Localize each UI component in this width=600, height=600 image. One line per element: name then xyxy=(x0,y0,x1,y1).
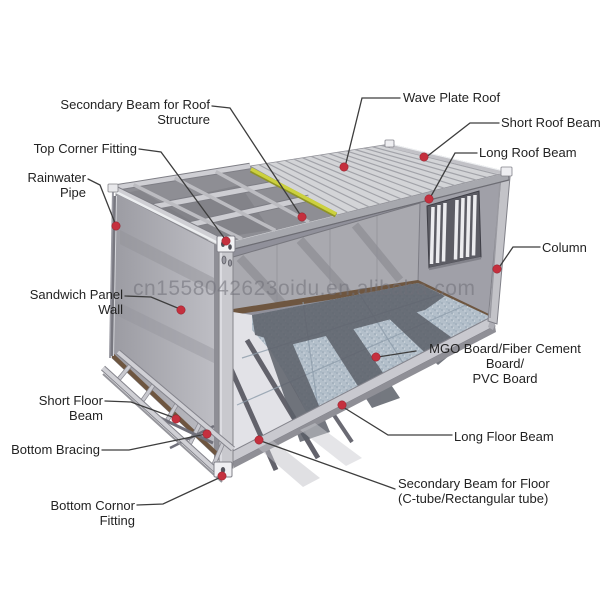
label-secondary-beam-floor: Secondary Beam for Floor (C-tube/Rectang… xyxy=(398,476,578,506)
label-mgo-board-line1: MGO Board/Fiber Cement Board/ xyxy=(429,341,581,371)
window xyxy=(426,190,482,271)
label-secondary-beam-roof: Secondary Beam for Roof Structure xyxy=(60,97,210,127)
interior xyxy=(224,179,509,472)
label-long-roof-beam: Long Roof Beam xyxy=(479,145,577,160)
label-column: Column xyxy=(542,240,587,255)
label-short-floor-beam: Short Floor Beam xyxy=(38,393,103,423)
label-mgo-board: MGO Board/Fiber Cement Board/ PVC Board xyxy=(410,341,600,386)
sandwich-panel-wall xyxy=(109,189,225,463)
right-roof-corner-fitting xyxy=(500,166,513,177)
label-secondary-beam-floor-line1: Secondary Beam for Floor xyxy=(398,476,550,491)
back-roof-corner-fitting xyxy=(384,139,395,148)
label-wave-plate-roof: Wave Plate Roof xyxy=(403,90,501,105)
label-secondary-beam-floor-line2: (C-tube/Rectangular tube) xyxy=(398,491,549,506)
label-long-floor-beam: Long Floor Beam xyxy=(454,429,554,444)
label-bottom-bracing: Bottom Bracing xyxy=(11,442,100,457)
label-sandwich-panel-wall: Sandwich Panel Wall xyxy=(29,287,123,317)
label-rainwater-pipe: Rainwater Pipe xyxy=(27,170,86,200)
top-corner-fitting xyxy=(216,235,236,253)
label-bottom-cornor-fitting: Bottom Cornor Fitting xyxy=(50,498,135,528)
label-short-roof-beam: Short Roof Beam xyxy=(501,115,600,130)
front-column xyxy=(216,235,236,469)
watermark: cn1558042623oidu.en.alibaba.com xyxy=(133,277,476,300)
label-mgo-board-line2: PVC Board xyxy=(472,371,538,386)
label-top-corner-fitting: Top Corner Fitting xyxy=(33,141,137,156)
left-roof-corner-fitting xyxy=(107,183,119,193)
